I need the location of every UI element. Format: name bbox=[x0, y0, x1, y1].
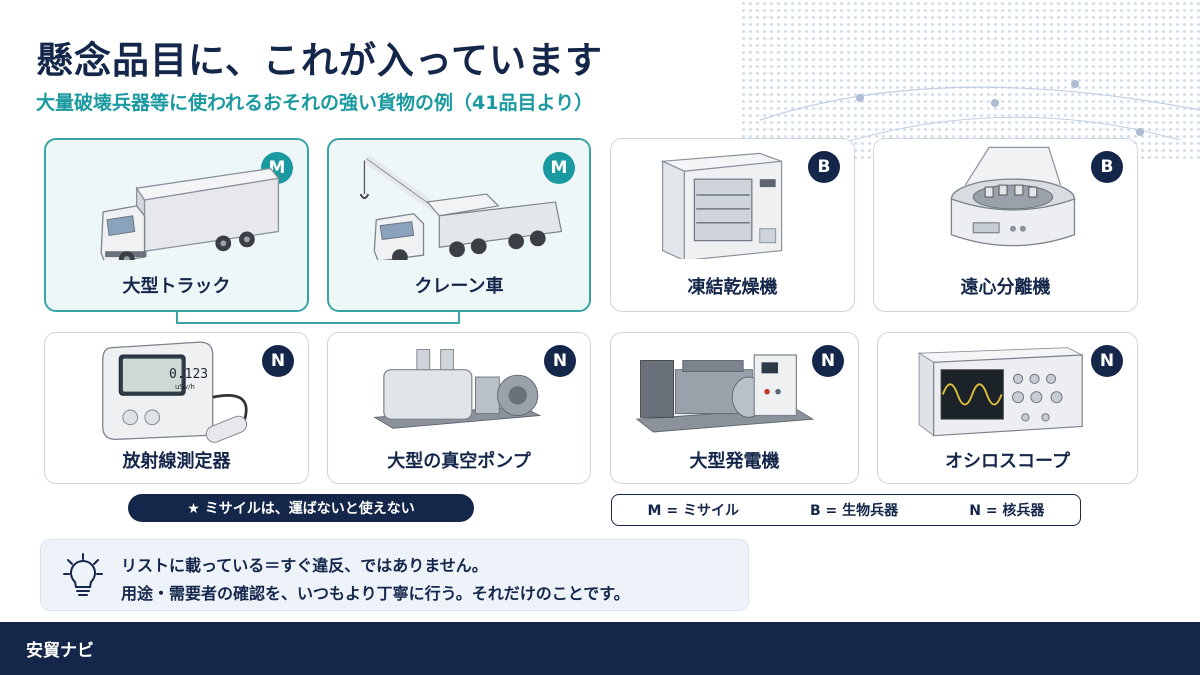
lightbulb-icon bbox=[63, 553, 103, 596]
generator-icon bbox=[635, 354, 815, 433]
legend-missile: M = ミサイル bbox=[647, 503, 739, 519]
page-title: 懸念品目に、これが入っています bbox=[36, 39, 604, 82]
item-label: 放射線測定器 bbox=[122, 451, 231, 472]
vacuum-pump-icon bbox=[373, 349, 542, 429]
item-label: 大型トラック bbox=[122, 276, 231, 297]
page-subtitle: 大量破壊兵器等に使われるおそれの強い貨物の例（41品目より） bbox=[36, 92, 594, 114]
badge-nuclear: N bbox=[1091, 345, 1123, 377]
note-box: リストに載っている＝すぐ違反、ではありません。 用途・需要者の確認を、いつもより… bbox=[40, 539, 749, 611]
badge-missile: M bbox=[543, 152, 575, 184]
item-card-centrifuge: B 遠心分離機 bbox=[873, 138, 1138, 312]
item-card-freeze-dryer: B 凍結乾燥機 bbox=[610, 138, 855, 312]
missile-note: ★ ミサイルは、運ばないと使えない bbox=[128, 494, 474, 522]
legend-biological: B = 生物兵器 bbox=[810, 503, 899, 519]
item-label: クレーン車 bbox=[414, 276, 504, 297]
centrifuge-icon bbox=[950, 146, 1076, 247]
item-label: オシロスコープ bbox=[945, 451, 1070, 472]
meter-unit: uSv/h bbox=[175, 383, 195, 391]
item-card-radiation-meter: N 0.123 uSv/h 放射線測定器 bbox=[44, 332, 309, 484]
badge-biological: B bbox=[808, 151, 840, 183]
truck-icon bbox=[100, 167, 280, 260]
item-card-vacuum-pump: N 大型の真空ポンプ bbox=[327, 332, 591, 484]
item-label: 大型の真空ポンプ bbox=[387, 451, 531, 472]
item-card-oscilloscope: N オシロスコープ bbox=[877, 332, 1138, 484]
oscilloscope-icon bbox=[917, 347, 1084, 437]
legend: M = ミサイル B = 生物兵器 N = 核兵器 bbox=[611, 494, 1081, 526]
item-label: 凍結乾燥機 bbox=[687, 277, 778, 298]
badge-nuclear: N bbox=[262, 345, 294, 377]
item-label: 遠心分離機 bbox=[960, 277, 1051, 298]
badge-nuclear: N bbox=[812, 345, 844, 377]
legend-nuclear: N = 核兵器 bbox=[969, 503, 1045, 519]
note-line-2: 用途・需要者の確認を、いつもより丁寧に行う。それだけのことです。 bbox=[121, 584, 630, 603]
meter-reading: 0.123 bbox=[169, 367, 209, 382]
radiation-meter-icon bbox=[102, 341, 248, 443]
freeze-dryer-icon bbox=[660, 152, 783, 259]
item-card-generator: N 大型発電機 bbox=[610, 332, 859, 484]
crane-truck-icon bbox=[359, 155, 563, 260]
badge-nuclear: N bbox=[544, 345, 576, 377]
badge-biological: B bbox=[1091, 151, 1123, 183]
footer-bar: 安貿ナビ bbox=[0, 622, 1200, 675]
item-card-crane: M クレーン車 bbox=[327, 138, 591, 312]
missile-group-connector bbox=[176, 312, 460, 324]
world-map-decoration bbox=[740, 0, 1200, 160]
item-label: 大型発電機 bbox=[689, 451, 780, 472]
item-card-truck: M 大型トラック bbox=[44, 138, 309, 312]
footer-brand: 安貿ナビ bbox=[26, 641, 94, 661]
note-line-1: リストに載っている＝すぐ違反、ではありません。 bbox=[121, 556, 488, 575]
